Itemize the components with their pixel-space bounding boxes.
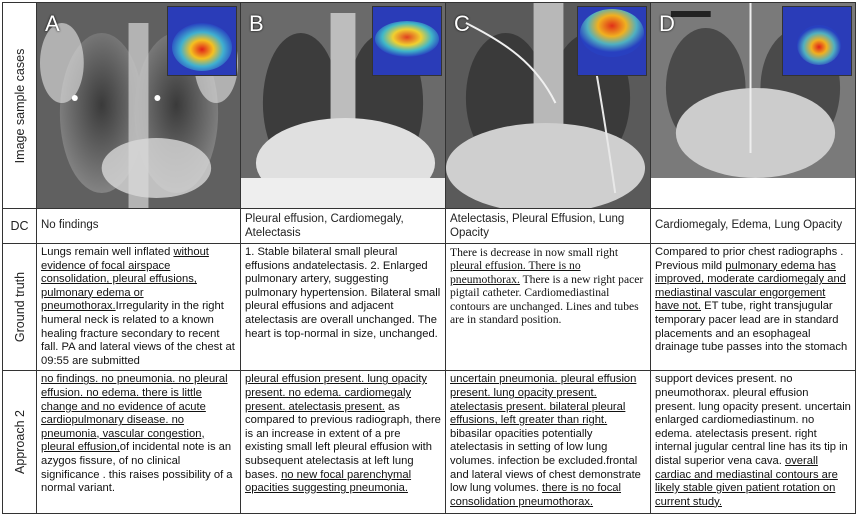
text-segment: bibasilar opacities potentially atelecta… [450, 427, 641, 495]
case-b-dc-cell: Pleural effusion, Cardiomegaly, Atelecta… [240, 208, 446, 244]
case-c-dc-cell: Atelectasis, Pleural Effusion, Lung Opac… [445, 208, 651, 244]
case-label-a: A [45, 11, 60, 36]
case-b-ground-truth-cell: 1. Stable bilateral small pleural effusi… [240, 242, 446, 372]
case-a-image-cell: A [36, 2, 241, 209]
row-label-dc: DC [10, 219, 29, 233]
case-a-dc-cell: No findings [36, 208, 241, 244]
case-d-ground-truth-cell: Compared to prior chest radiographs . Pr… [650, 242, 856, 372]
case-b-approach-cell: pleural effusion present. lung opacity p… [240, 370, 446, 514]
approach-row: Approach 2 no findings. no pneumonia. no… [2, 370, 856, 514]
case-a-ground-truth-cell: Lungs remain well inflated without evide… [36, 242, 241, 372]
text-segment: support devices present. no pneumothorax… [655, 373, 851, 467]
case-label-d: D [659, 11, 675, 36]
case-d-dc-cell: Cardiomegaly, Edema, Lung Opacity [650, 208, 856, 244]
row-label-cell: Ground truth [2, 242, 37, 372]
underlined-text-segment: uncertain pneumonia. pleural effusion pr… [450, 373, 637, 427]
text-segment: of incidental note is an azygos fissure,… [41, 441, 233, 495]
ground-truth-row: Ground truth Lungs remain well inflated … [2, 242, 856, 372]
case-d-approach: support devices present. no pneumothorax… [652, 372, 855, 511]
case-c-approach-cell: uncertain pneumonia. pleural effusion pr… [445, 370, 651, 514]
heatmap-d [782, 6, 852, 76]
image-row: Image sample cases [2, 2, 856, 209]
heatmap-a [167, 6, 237, 76]
row-label-images: Image sample cases [12, 48, 27, 163]
row-label-cell: Approach 2 [2, 370, 37, 514]
underlined-text-segment: pleural effusion present. lung opacity p… [245, 373, 428, 413]
row-label-ground-truth: Ground truth [12, 272, 27, 343]
text-segment: ET tube, right transjugular temporary pa… [655, 300, 848, 354]
case-b-xray: B [241, 3, 445, 208]
row-label-cell: Image sample cases [2, 2, 37, 209]
case-b-ground-truth: 1. Stable bilateral small pleural effusi… [242, 245, 445, 344]
underlined-text-segment: no findings. no pneumonia. no pleural ef… [41, 373, 228, 454]
case-d-ground-truth: Compared to prior chest radiographs . Pr… [652, 245, 855, 357]
underlined-text-segment: pulmonary edema has improved, moderate c… [655, 259, 846, 313]
case-a-approach-cell: no findings. no pneumonia. no pleural ef… [36, 370, 241, 514]
case-c-image-cell: C [445, 2, 651, 209]
row-label-approach: Approach 2 [12, 410, 27, 475]
case-label-c: C [454, 11, 470, 36]
case-c-approach: uncertain pneumonia. pleural effusion pr… [447, 372, 650, 511]
case-c-xray: C [446, 3, 650, 208]
underlined-text-segment: pleural effusion. There is no pneumothor… [450, 259, 581, 286]
heatmap-b [372, 6, 442, 76]
case-a-xray: A [37, 3, 240, 208]
case-d-image-cell: D [650, 2, 856, 209]
case-d-xray: D [651, 3, 855, 208]
case-label-b: B [249, 11, 264, 36]
text-segment: There is decrease in now small right [450, 246, 619, 259]
case-c-dc: Atelectasis, Pleural Effusion, Lung Opac… [450, 213, 625, 239]
row-label-cell: DC [2, 208, 37, 244]
case-b-image-cell: B [240, 2, 446, 209]
case-b-dc: Pleural effusion, Cardiomegaly, Atelecta… [245, 213, 404, 239]
text-segment: Irregularity in the right humeral neck i… [41, 300, 235, 367]
dc-row: DC No findings Pleural effusion, Cardiom… [2, 208, 856, 244]
case-c-ground-truth-cell: There is decrease in now small right ple… [445, 242, 651, 372]
case-a-approach: no findings. no pneumonia. no pleural ef… [38, 372, 240, 498]
case-a-ground-truth: Lungs remain well inflated without evide… [38, 245, 240, 370]
case-b-approach: pleural effusion present. lung opacity p… [242, 372, 445, 498]
text-segment: There is a new right pacer pigtail cathe… [450, 272, 644, 327]
heatmap-c [577, 6, 647, 76]
text-segment: as compared to previous radiograph, ther… [245, 400, 441, 481]
case-a-dc: No findings [41, 219, 99, 231]
underlined-text-segment: no new focal parenchymal opacities sugge… [245, 468, 412, 495]
text-segment: Compared to prior chest radiographs . Pr… [655, 246, 844, 272]
text-segment: 1. Stable bilateral small pleural effusi… [245, 246, 441, 340]
text-segment: Lungs remain well inflated [41, 246, 174, 258]
underlined-text-segment: without evidence of focal airspace conso… [41, 246, 209, 313]
case-d-dc: Cardiomegaly, Edema, Lung Opacity [655, 219, 843, 231]
case-d-approach-cell: support devices present. no pneumothorax… [650, 370, 856, 514]
case-c-ground-truth: There is decrease in now small right ple… [447, 245, 650, 329]
